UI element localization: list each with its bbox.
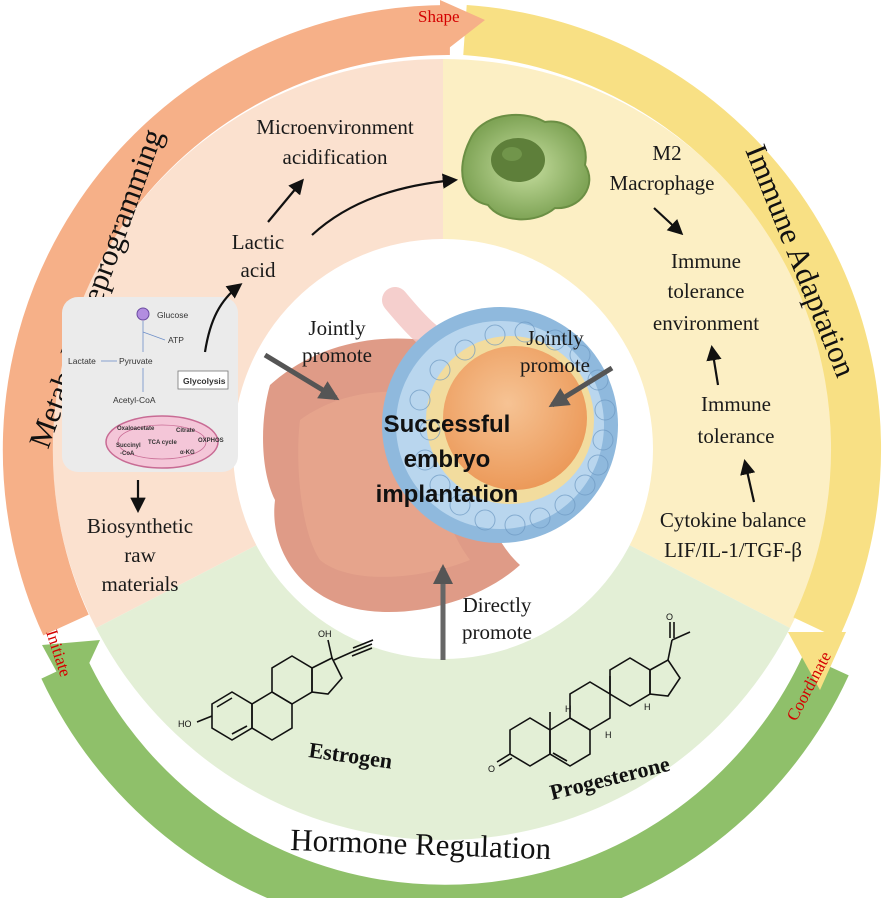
biosynthetic-line1: Biosynthetic xyxy=(87,514,193,538)
microenvironment-line2: acidification xyxy=(283,145,388,169)
lactic-to-acidification-arrow xyxy=(267,178,304,223)
biosynthetic-line2: raw xyxy=(124,543,156,567)
cytokine-line1: Cytokine balance xyxy=(660,508,806,532)
pyruvate-label: Pyruvate xyxy=(119,356,153,366)
jointly-promote-left-line2: promote xyxy=(302,343,372,367)
glycolysis-panel: Glucose ATP Lactate Pyruvate Acetyl-CoA … xyxy=(62,297,238,472)
progesterone-h-label-3: H xyxy=(644,702,651,712)
m2-macrophage-icon xyxy=(461,113,591,221)
glucose-label: Glucose xyxy=(157,310,188,320)
tca-cycle-label: TCA cycle xyxy=(148,440,177,446)
lactic-to-macrophage-arrow xyxy=(311,173,459,236)
tolerance-to-environment-arrow xyxy=(706,344,722,386)
directly-promote-line1: Directly xyxy=(463,593,532,617)
stage-shape-label: Shape xyxy=(418,7,460,26)
progesterone-structure xyxy=(496,622,691,767)
oxaloacetate-label: Oxaloacetate xyxy=(117,426,155,432)
cytokine-to-tolerance-arrow xyxy=(740,458,756,503)
glycolysis-to-lactic-arrow xyxy=(203,283,243,353)
m2-line2: Macrophage xyxy=(610,171,715,195)
jointly-promote-left-line1: Jointly xyxy=(308,316,366,340)
progesterone-h-label-1: H xyxy=(565,704,572,714)
blastocyst-embryo xyxy=(382,307,618,543)
progesterone-o2-label: O xyxy=(488,764,495,774)
cytokine-line2: LIF/IL-1/TGF-β xyxy=(664,538,802,562)
jointly-right-arrow xyxy=(548,365,614,408)
succinyl-coa-label-1: Succinyl xyxy=(116,443,141,449)
metabolic-arrowhead xyxy=(440,0,485,55)
immune-arc xyxy=(463,5,882,639)
metabolic-arc xyxy=(2,4,451,636)
estrogen-oh-label: OH xyxy=(318,629,332,639)
biosynthetic-line3: materials xyxy=(102,572,179,596)
jointly-promote-right-line2: promote xyxy=(520,353,590,377)
progesterone-h-label-2: H xyxy=(605,730,612,740)
center-title-line2: embryo xyxy=(404,446,491,473)
center-title-line1: Successful xyxy=(384,411,511,438)
lactic-acid-line2: acid xyxy=(241,258,276,282)
progesterone-o-label: O xyxy=(666,612,673,622)
lactic-acid-line1: Lactic xyxy=(232,230,284,254)
glycolysis-box-label: Glycolysis xyxy=(183,376,226,386)
tolerance-env-line3: environment xyxy=(653,311,759,335)
succinyl-coa-label-2: -CoA xyxy=(120,451,135,457)
macrophage-to-tolerance-arrow xyxy=(653,207,684,236)
center-title-line3: implantation xyxy=(376,481,519,508)
lactate-label: Lactate xyxy=(68,356,96,366)
estrogen-structure xyxy=(196,639,374,741)
atp-label: ATP xyxy=(168,335,184,345)
glucose-icon xyxy=(136,307,150,321)
estrogen-ho-label: HO xyxy=(178,719,192,729)
directly-promote-line2: promote xyxy=(462,620,532,644)
immune-tolerance-line2: tolerance xyxy=(698,424,775,448)
immune-arrowhead xyxy=(788,632,846,690)
akg-label: α-KG xyxy=(180,450,195,456)
citrate-label: Citrate xyxy=(176,428,196,434)
tolerance-env-line2: tolerance xyxy=(668,279,745,303)
jointly-promote-right-line1: Jointly xyxy=(526,326,584,350)
tolerance-env-line1: Immune xyxy=(671,249,741,273)
immune-tolerance-line1: Immune xyxy=(701,392,771,416)
hormone-arrowhead xyxy=(42,640,100,700)
hormone-arc xyxy=(41,654,849,898)
oxphos-label: OXPHOS xyxy=(198,438,224,444)
microenvironment-line1: Microenvironment xyxy=(256,115,414,139)
jointly-left-arrow xyxy=(263,352,340,401)
acetyl-coa-label: Acetyl-CoA xyxy=(113,395,156,405)
m2-line1: M2 xyxy=(652,141,681,165)
